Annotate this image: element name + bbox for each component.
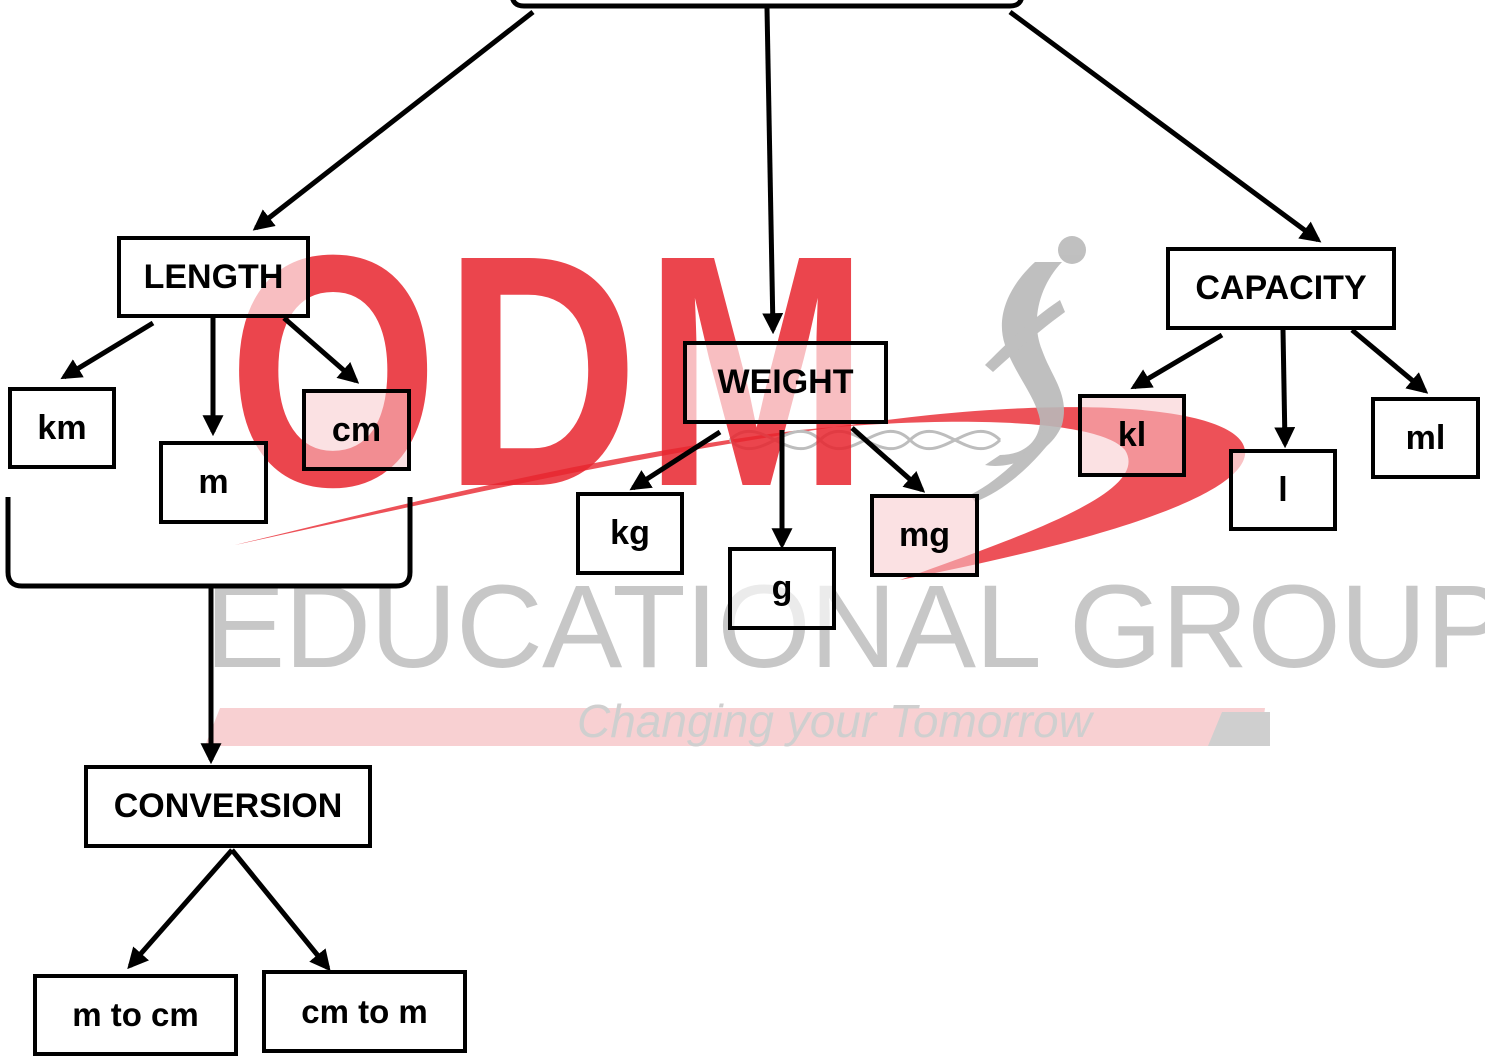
capacity-label: CAPACITY xyxy=(1195,269,1367,307)
arrow-length-to-cm xyxy=(282,316,360,384)
length-box: LENGTH xyxy=(117,236,310,318)
cm-box: cm xyxy=(302,389,411,471)
arrow-length-to-km xyxy=(60,320,155,380)
conversion-box: CONVERSION xyxy=(84,765,372,848)
tagline-block xyxy=(1208,712,1270,746)
watermark-tagline: Changing your Tomorrow xyxy=(577,695,1092,747)
arrow-capacity-to-l xyxy=(1274,329,1296,449)
m-to-cm-label: m to cm xyxy=(72,996,199,1033)
length-label: LENGTH xyxy=(143,257,284,296)
capacity-box: CAPACITY xyxy=(1166,247,1396,330)
arrow-conversion-to-m-to-cm xyxy=(127,848,234,970)
arrow-root-to-length xyxy=(252,10,535,231)
l-box: l xyxy=(1229,449,1337,531)
arrow-weight-to-mg xyxy=(850,426,926,493)
ml-label: ml xyxy=(1405,418,1446,457)
arrow-weight-to-kg xyxy=(629,429,722,491)
kg-box: kg xyxy=(576,492,684,575)
km-box: km xyxy=(8,387,116,469)
weight-label: WEIGHT xyxy=(717,363,854,401)
ml-box: ml xyxy=(1371,397,1480,479)
cm-label: cm xyxy=(331,410,382,449)
dancer-figure-icon xyxy=(970,236,1086,502)
km-label: km xyxy=(37,408,87,447)
m-label: m xyxy=(198,463,229,501)
arrow-capacity-to-ml xyxy=(1350,328,1429,394)
cm-to-m-box: cm to m xyxy=(262,970,467,1053)
kl-label: kl xyxy=(1117,416,1147,454)
arrow-root-to-capacity xyxy=(1008,9,1322,243)
arrow-capacity-to-kl xyxy=(1130,332,1224,390)
watermark-name: EDUCATIONAL GROUP xyxy=(205,561,1485,693)
kl-box: kl xyxy=(1078,394,1186,477)
root-box-edge xyxy=(510,0,1024,9)
mg-box: mg xyxy=(870,494,979,577)
g-box: g xyxy=(728,547,836,630)
conversion-label: CONVERSION xyxy=(113,787,343,825)
g-label: g xyxy=(771,569,793,607)
l-label: l xyxy=(1278,470,1288,509)
arrow-root-to-weight xyxy=(762,7,784,335)
mg-label: mg xyxy=(899,516,950,554)
arrow-conversion-to-cm-to-m xyxy=(230,848,331,972)
m-to-cm-box: m to cm xyxy=(33,974,238,1056)
kg-label: kg xyxy=(610,514,650,552)
cm-to-m-label: cm to m xyxy=(301,992,428,1030)
tagline-band xyxy=(205,708,1265,746)
weight-box: WEIGHT xyxy=(683,341,888,424)
m-box: m xyxy=(159,441,268,524)
